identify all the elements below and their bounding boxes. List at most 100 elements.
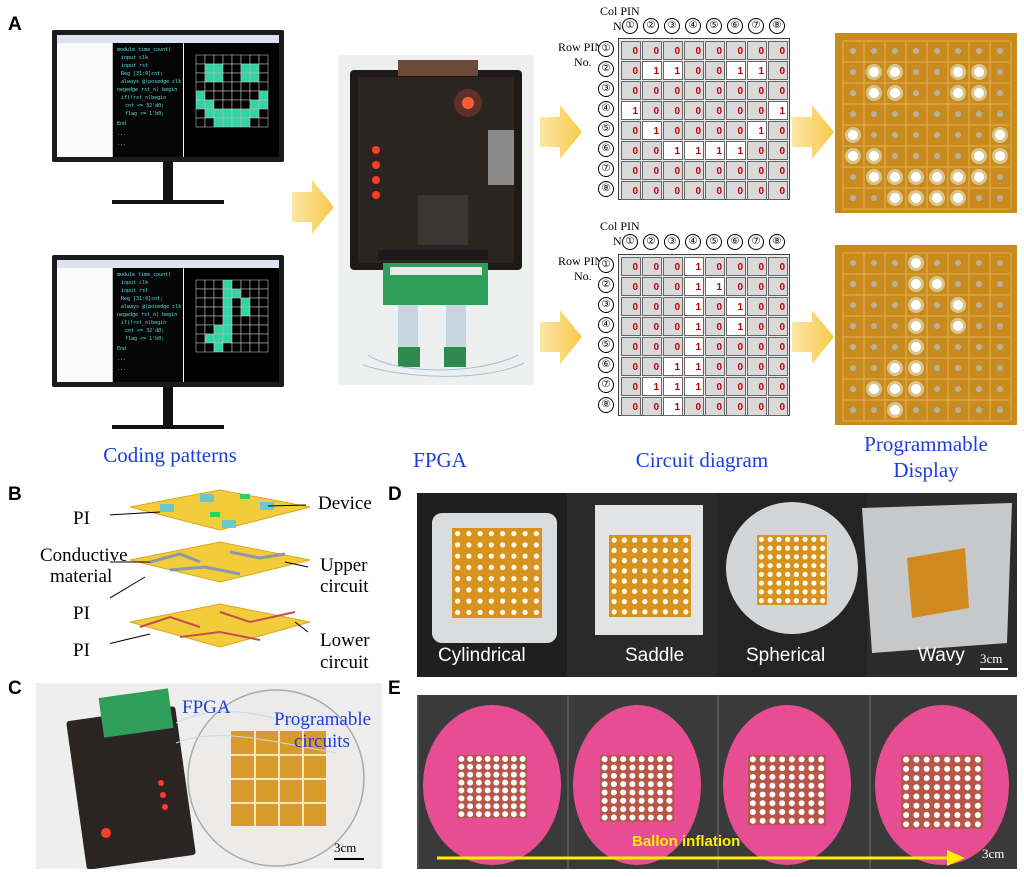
pattern-pixel [231, 63, 242, 74]
circuit-cell: 0 [768, 277, 788, 296]
circuit-cell: 0 [663, 257, 683, 276]
led [848, 151, 858, 161]
led [779, 809, 786, 816]
led [511, 553, 517, 559]
inflation-arrow-icon [437, 850, 965, 866]
circuit-cell: 0 [705, 161, 725, 180]
led [911, 172, 921, 182]
led [955, 132, 961, 138]
led [683, 599, 689, 605]
led [964, 802, 971, 809]
led [934, 153, 940, 159]
circuit-cell: 1 [684, 141, 704, 160]
led [869, 151, 879, 161]
led [629, 756, 636, 763]
led [955, 407, 961, 413]
led [769, 791, 776, 798]
led [662, 537, 668, 543]
led [610, 814, 617, 821]
circuit-cell: 0 [747, 161, 767, 180]
led [923, 756, 930, 763]
led [522, 598, 528, 604]
display-photo-smiley [835, 33, 1017, 213]
circuit-cell: 0 [621, 337, 641, 356]
led [923, 802, 930, 809]
circuit-cell: 0 [705, 297, 725, 316]
pattern-pixel [258, 63, 269, 74]
col-pin: ⑤ [706, 234, 722, 250]
led-array [907, 548, 969, 618]
led [903, 793, 910, 800]
pattern-pixel [222, 306, 233, 317]
led [510, 795, 517, 802]
led [749, 809, 756, 816]
pattern-pixel [249, 72, 260, 83]
led [850, 344, 856, 350]
led [793, 545, 799, 551]
pattern-pixel [240, 315, 251, 326]
pattern-pixel [195, 279, 206, 290]
led [995, 130, 1005, 140]
led [632, 609, 638, 615]
circuit-cell: 0 [768, 377, 788, 396]
led [484, 811, 491, 818]
circuit-cell: 0 [705, 397, 725, 416]
led [767, 598, 773, 604]
circuit-cell: 0 [726, 257, 746, 276]
led [976, 323, 982, 329]
pattern-pixel [195, 63, 206, 74]
led [477, 564, 483, 570]
row-pin: ⑤ [598, 337, 614, 353]
led [974, 765, 981, 772]
row-pin: ③ [598, 297, 614, 313]
led [808, 800, 815, 807]
led [638, 806, 645, 813]
circuit-cell: 0 [747, 377, 767, 396]
circuit-cell: 0 [705, 121, 725, 140]
led [749, 756, 756, 763]
pattern-pixel [240, 108, 251, 119]
led [638, 781, 645, 788]
led [484, 795, 491, 802]
led [519, 811, 526, 818]
led [850, 407, 856, 413]
led [620, 797, 627, 804]
led [923, 765, 930, 772]
led [621, 558, 627, 564]
led [493, 779, 500, 786]
led [923, 793, 930, 800]
led [455, 553, 461, 559]
pattern-pixel [240, 324, 251, 335]
circuit-cell: 0 [726, 101, 746, 120]
led [455, 576, 461, 582]
pattern-pixel [195, 333, 206, 344]
led [913, 48, 919, 54]
led [749, 765, 756, 772]
led [458, 763, 465, 770]
ide-file-tree [57, 43, 113, 157]
pattern-pixel [213, 315, 224, 326]
led [493, 811, 500, 818]
pattern-pixel [240, 288, 251, 299]
led [458, 787, 465, 794]
led [767, 589, 773, 595]
circuit-cell: 0 [684, 81, 704, 100]
led [913, 90, 919, 96]
pattern-pixel [204, 288, 215, 299]
led [802, 563, 808, 569]
led [776, 554, 782, 560]
pattern-pixel [231, 288, 242, 299]
circuit-cell: 0 [642, 277, 662, 296]
circuit-cell: 1 [705, 277, 725, 296]
led [997, 344, 1003, 350]
led [808, 773, 815, 780]
led [793, 536, 799, 542]
pattern-pixel [204, 324, 215, 335]
led [657, 797, 664, 804]
led [903, 802, 910, 809]
pattern-pixel [213, 306, 224, 317]
ide-file-tree [57, 268, 113, 382]
led [776, 580, 782, 586]
led [533, 587, 539, 593]
col-pin: ② [643, 234, 659, 250]
